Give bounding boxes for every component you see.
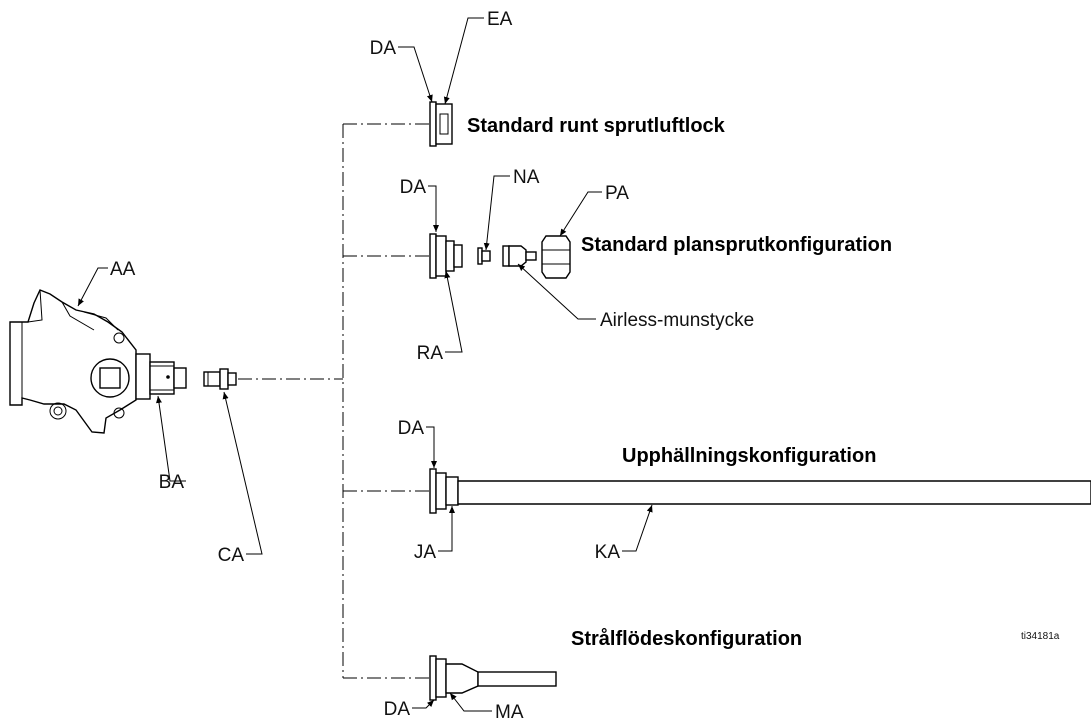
label-pa: PA	[605, 183, 629, 204]
round-air-cap-part	[429, 101, 453, 147]
ca-fitting-part	[203, 368, 237, 390]
label-da-pour: DA	[398, 418, 425, 439]
ba-housing-part	[135, 353, 187, 400]
label-ea: EA	[487, 9, 513, 30]
label-da-round: DA	[370, 38, 397, 59]
label-da-stream: DA	[384, 699, 411, 720]
leader-lines	[77, 17, 653, 712]
title-stream: Strålflödeskonfiguration	[571, 627, 802, 650]
label-ja: JA	[414, 542, 437, 563]
gun-body-part	[9, 289, 137, 434]
pour-assembly	[429, 468, 1091, 514]
label-ca: CA	[218, 545, 245, 566]
title-flat-spray: Standard plansprutkonfiguration	[581, 234, 892, 256]
figure-reference: ti34181a	[1021, 631, 1060, 642]
label-aa: AA	[110, 259, 136, 280]
label-ba: BA	[159, 472, 185, 493]
title-round-air-cap: Standard runt sprutluftlock	[467, 115, 726, 137]
label-ma: MA	[495, 702, 524, 723]
title-pour: Upphällningskonfiguration	[622, 445, 876, 467]
stream-assembly	[429, 655, 557, 701]
label-na: NA	[513, 167, 540, 188]
label-ka: KA	[595, 542, 621, 563]
label-airless-tip: Airless-munstycke	[600, 310, 754, 331]
flat-spray-assembly	[429, 233, 571, 279]
label-da-flat: DA	[400, 177, 427, 198]
label-ra: RA	[417, 343, 444, 364]
assembly-centerlines	[238, 123, 430, 679]
